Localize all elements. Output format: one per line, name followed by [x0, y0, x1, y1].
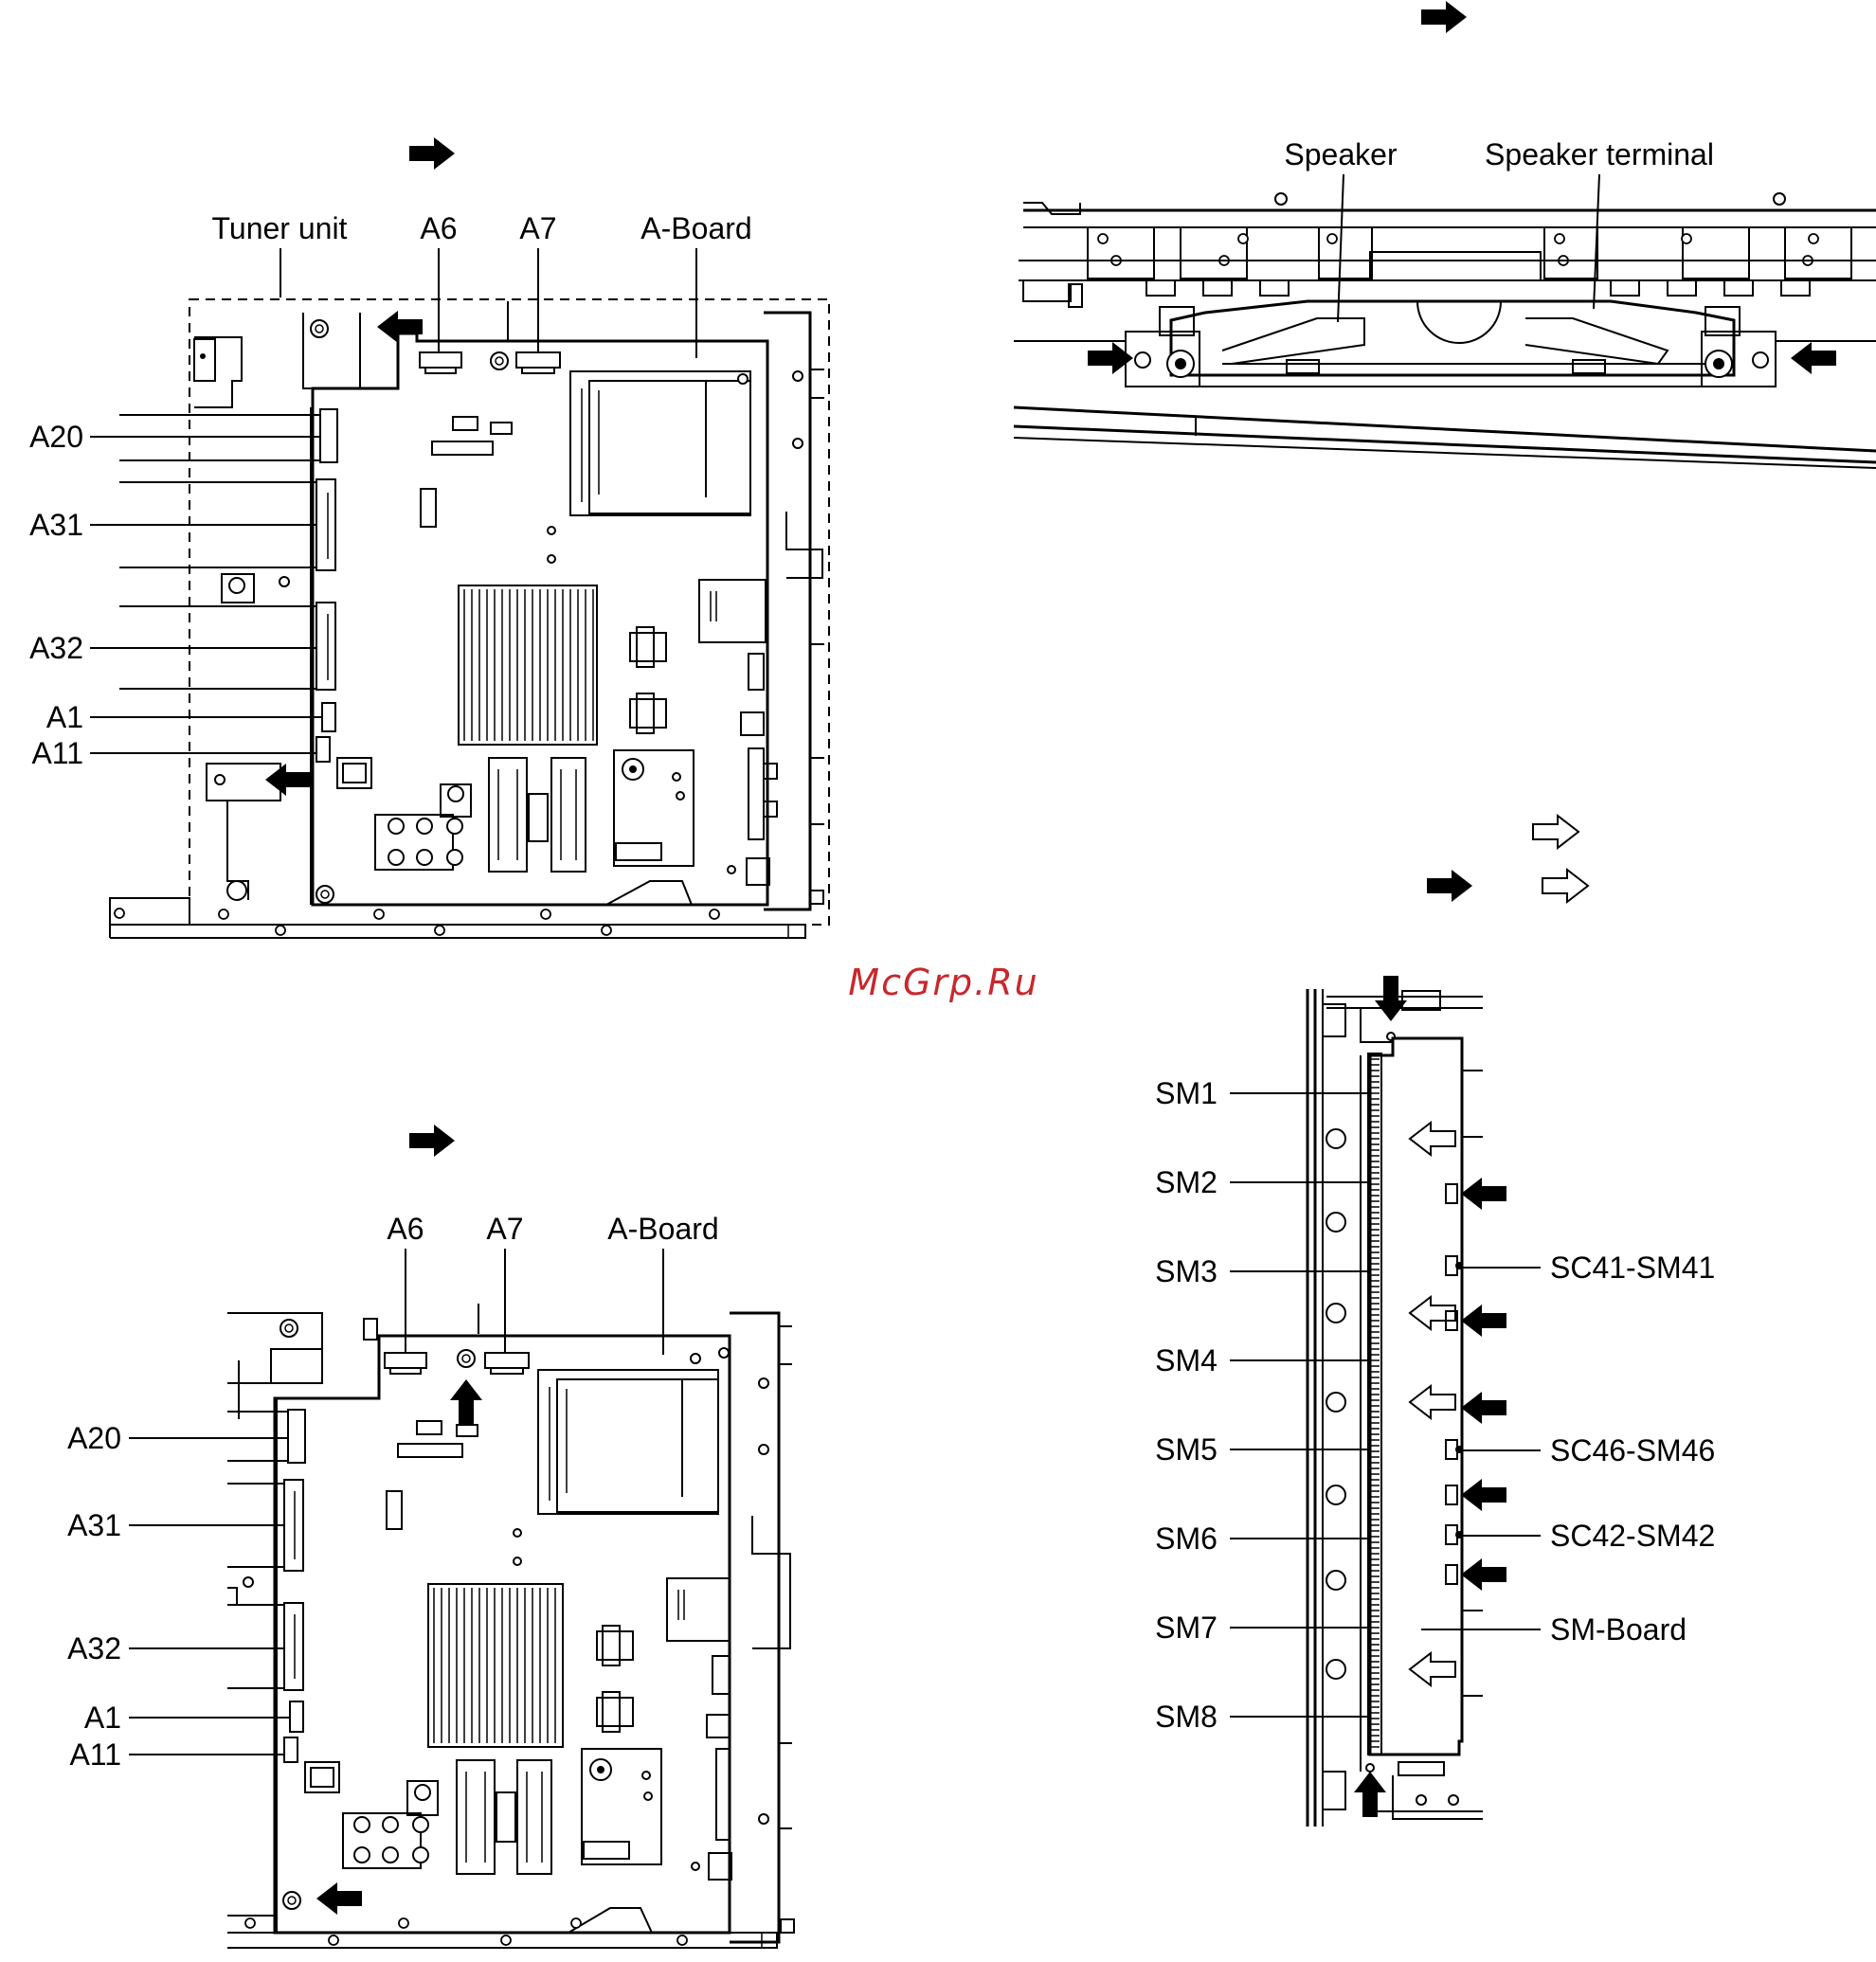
arrow-solid-icon: [316, 1882, 362, 1915]
arrow-solid-icon: [1421, 1, 1467, 33]
arrow-solid-icon: [409, 1125, 455, 1157]
label-a7: A7: [519, 211, 556, 245]
arrow-outline-icon: [1542, 870, 1588, 902]
label-sm3: SM3: [1155, 1254, 1218, 1288]
watermark-text: McGrp.Ru: [848, 962, 1038, 1003]
label-sc41-sm41: SC41-SM41: [1550, 1251, 1715, 1285]
label-speaker-terminal: Speaker terminal: [1485, 137, 1714, 171]
label-sm-board: SM-Board: [1550, 1612, 1687, 1647]
label-sm7: SM7: [1155, 1611, 1218, 1645]
label-sc42-sm42: SC42-SM42: [1550, 1519, 1715, 1553]
label-a11: A11: [31, 736, 83, 770]
label-sm1: SM1: [1155, 1076, 1218, 1110]
label-sm2: SM2: [1155, 1165, 1218, 1199]
label-speaker: Speaker: [1284, 137, 1398, 171]
label-a20: A20: [29, 420, 83, 454]
label-a31: A31: [29, 508, 83, 542]
label-a7: A7: [486, 1212, 523, 1246]
label-sm4: SM4: [1155, 1343, 1218, 1377]
label-tuner-unit: Tuner unit: [212, 211, 348, 245]
label-sc46-sm46: SC46-SM46: [1550, 1433, 1715, 1467]
arrow-solid-icon: [409, 137, 455, 170]
label-a1: A1: [46, 700, 83, 734]
arrow-solid-icon: [450, 1379, 482, 1425]
a-board-diagram-top: Tuner unit A6 A7 A-Board: [29, 137, 829, 938]
arrow-solid-icon: [1791, 342, 1836, 374]
arrow-solid-icon: [265, 764, 311, 796]
sm-left-labels: SM1 SM2 SM3 SM4 SM5 SM6 SM7 SM8: [1155, 1076, 1218, 1734]
sm-board-diagram: SM1 SM2 SM3 SM4 SM5 SM6 SM7 SM8 SC41-SM4…: [1155, 816, 1715, 1827]
arrow-solid-icon: [1354, 1772, 1386, 1817]
speaker-diagram: Speaker Speaker terminal: [1014, 1, 1876, 468]
label-a20: A20: [67, 1421, 121, 1455]
label-sm6: SM6: [1155, 1521, 1218, 1556]
label-a-board: A-Board: [640, 211, 751, 245]
arrow-solid-icon: [1427, 870, 1472, 902]
label-a32: A32: [67, 1631, 121, 1665]
label-a-board: A-Board: [607, 1212, 718, 1246]
label-sm5: SM5: [1155, 1432, 1218, 1467]
a-board-diagram-bottom: A6 A7 A-Board: [67, 1125, 794, 1948]
label-a6: A6: [420, 211, 457, 245]
label-a31: A31: [67, 1508, 121, 1542]
label-a11: A11: [69, 1737, 121, 1772]
label-a6: A6: [387, 1212, 424, 1246]
label-a1: A1: [84, 1701, 121, 1735]
label-a32: A32: [29, 631, 83, 665]
label-sm8: SM8: [1155, 1700, 1218, 1734]
arrow-outline-icon: [1533, 816, 1578, 848]
